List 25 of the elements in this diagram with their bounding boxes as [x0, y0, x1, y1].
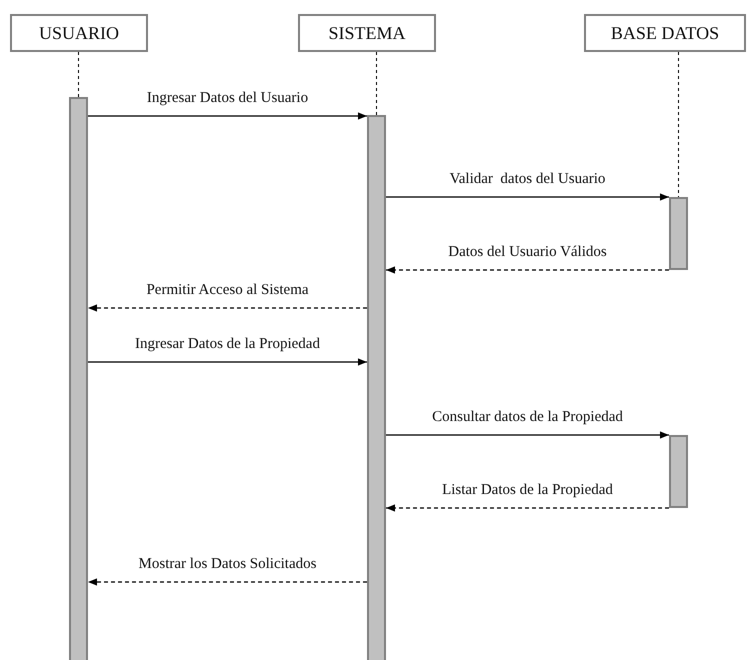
- activation-bar: [69, 97, 88, 660]
- participant-name: USUARIO: [38, 22, 119, 44]
- lifeline: [78, 52, 79, 98]
- message-arrow: [386, 193, 669, 201]
- message-arrow: [88, 358, 367, 366]
- message-arrow: [88, 112, 367, 120]
- edge-label: Ingresar Datos del Usuario: [144, 89, 310, 107]
- edge-label: Listar Datos de la Propiedad: [440, 481, 615, 499]
- edge-label: Consultar datos de la Propiedad: [430, 408, 625, 426]
- lifeline: [678, 52, 679, 198]
- participant-box: [10, 14, 148, 52]
- activation-bar: [367, 115, 386, 660]
- return-arrow: [88, 578, 367, 586]
- participant-name: BASE DATOS: [610, 22, 720, 44]
- return-arrow: [386, 266, 669, 274]
- message-arrow: [386, 431, 669, 439]
- participant-box: [584, 14, 746, 52]
- activation-bar: [669, 197, 688, 270]
- edge-label: Ingresar Datos de la Propiedad: [133, 335, 322, 353]
- lifeline: [376, 52, 377, 116]
- return-arrow: [88, 304, 367, 312]
- return-arrow: [386, 504, 669, 512]
- participant-name: SISTEMA: [328, 22, 406, 44]
- participant-box: [298, 14, 436, 52]
- activation-bar: [669, 435, 688, 508]
